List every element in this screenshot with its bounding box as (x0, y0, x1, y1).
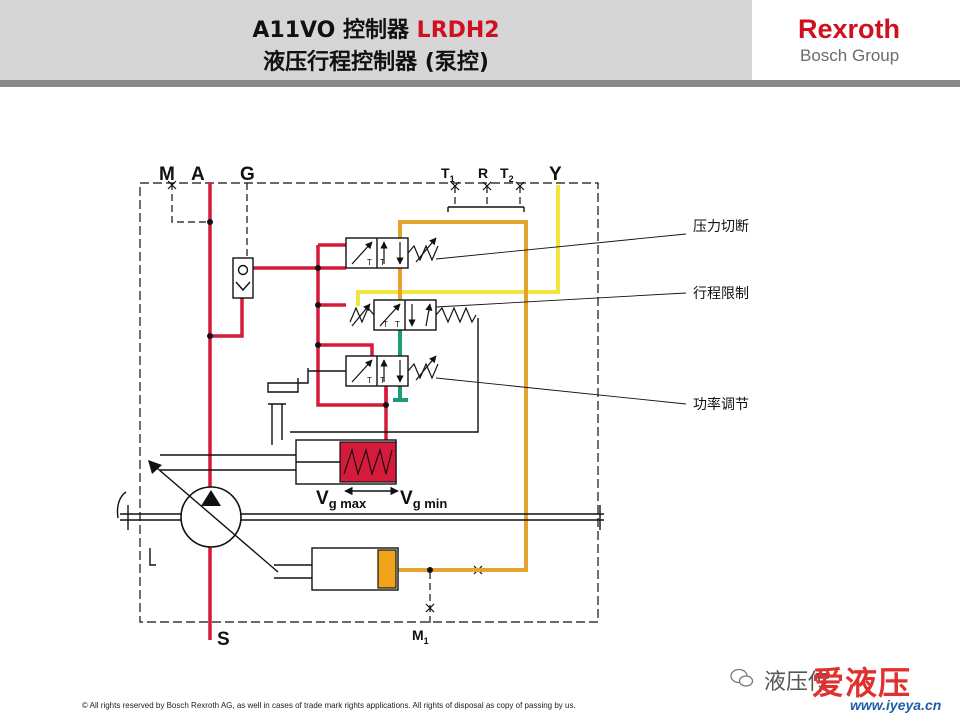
port-label-m1-sub: 1 (424, 636, 429, 646)
watermark-url: www.iyeya.cn (850, 697, 942, 713)
wechat-icon (730, 668, 754, 687)
callout-power-control: 功率调节 (693, 396, 749, 413)
rexroth-logo: Rexroth (798, 14, 901, 44)
bosch-group-logo: Bosch Group (800, 46, 900, 65)
vg-min-main: V (400, 488, 413, 509)
power-control-valve (345, 355, 439, 387)
watermark-brand: 爱液压 (812, 664, 912, 702)
valve-mark-t: T (383, 320, 388, 329)
port-label-t2: T2 (500, 165, 514, 184)
port-label-t1: T1 (441, 165, 455, 184)
title-band (0, 0, 752, 80)
drain-line (393, 330, 408, 402)
valve-mark-t: T (395, 320, 400, 329)
port-label-t1-main: T (441, 165, 450, 181)
port-label-m1-main: M (412, 627, 424, 643)
port-label-y: Y (549, 164, 562, 185)
shuttle-check-valve (232, 257, 254, 299)
copyright-footer: © All rights reserved by Bosch Rexroth A… (82, 701, 576, 710)
port-label-r: R (478, 165, 488, 181)
port-label-a: A (191, 164, 205, 185)
vg-min-label: Vg min (400, 488, 447, 511)
header-rule (0, 80, 960, 87)
control-cylinder (160, 439, 397, 485)
slide-header: A11VO 控制器 LRDH2 液压行程控制器 (泵控) Rexroth Bos… (0, 0, 960, 80)
vg-max-label: Vg max (316, 488, 367, 511)
valve-mark-t: T (367, 258, 372, 267)
port-connections (171, 183, 521, 625)
title-model: A11VO 控制器 (252, 18, 417, 43)
pressure-cutoff-valve (345, 237, 439, 269)
logo-box (752, 0, 960, 80)
port-label-g: G (240, 164, 255, 185)
port-label-m1: M1 (412, 627, 429, 646)
pressure-junctions (207, 219, 389, 408)
pressure-lines (208, 183, 388, 640)
callout-pressure-cutoff: 压力切断 (693, 219, 749, 235)
tank-line (398, 220, 528, 572)
vg-max-main: V (316, 488, 329, 509)
port-label-t1-sub: 1 (450, 174, 455, 184)
setting-cylinder (274, 547, 399, 591)
port-label-m: M (159, 164, 175, 185)
valve-mark-t: T (380, 258, 385, 267)
vg-min-sub: g min (413, 496, 448, 511)
feedback-linkage (267, 318, 479, 445)
slide-title-line1: A11VO 控制器 LRDH2 (0, 12, 752, 44)
callout-stroke-limit: 行程限制 (693, 286, 749, 302)
valve-mark-t: T (367, 376, 372, 385)
title-controller-code: LRDH2 (416, 18, 500, 43)
housing-boundary (139, 182, 599, 623)
tank-junction (427, 567, 433, 573)
valve-mark-t: T (380, 376, 385, 385)
slide-title-line2: 液压行程控制器 (泵控) (263, 50, 489, 75)
vg-max-sub: g max (329, 496, 367, 511)
watermark-text: 液压传 (764, 670, 831, 695)
port-label-t2-main: T (500, 165, 509, 181)
callout-leaders (435, 233, 687, 405)
tank-collector (447, 206, 525, 212)
pilot-line-y (356, 185, 560, 306)
pump-symbol (148, 460, 279, 573)
stroke-limit-valve (349, 299, 477, 331)
port-label-t2-sub: 2 (509, 174, 514, 184)
port-label-s: S (217, 629, 230, 650)
